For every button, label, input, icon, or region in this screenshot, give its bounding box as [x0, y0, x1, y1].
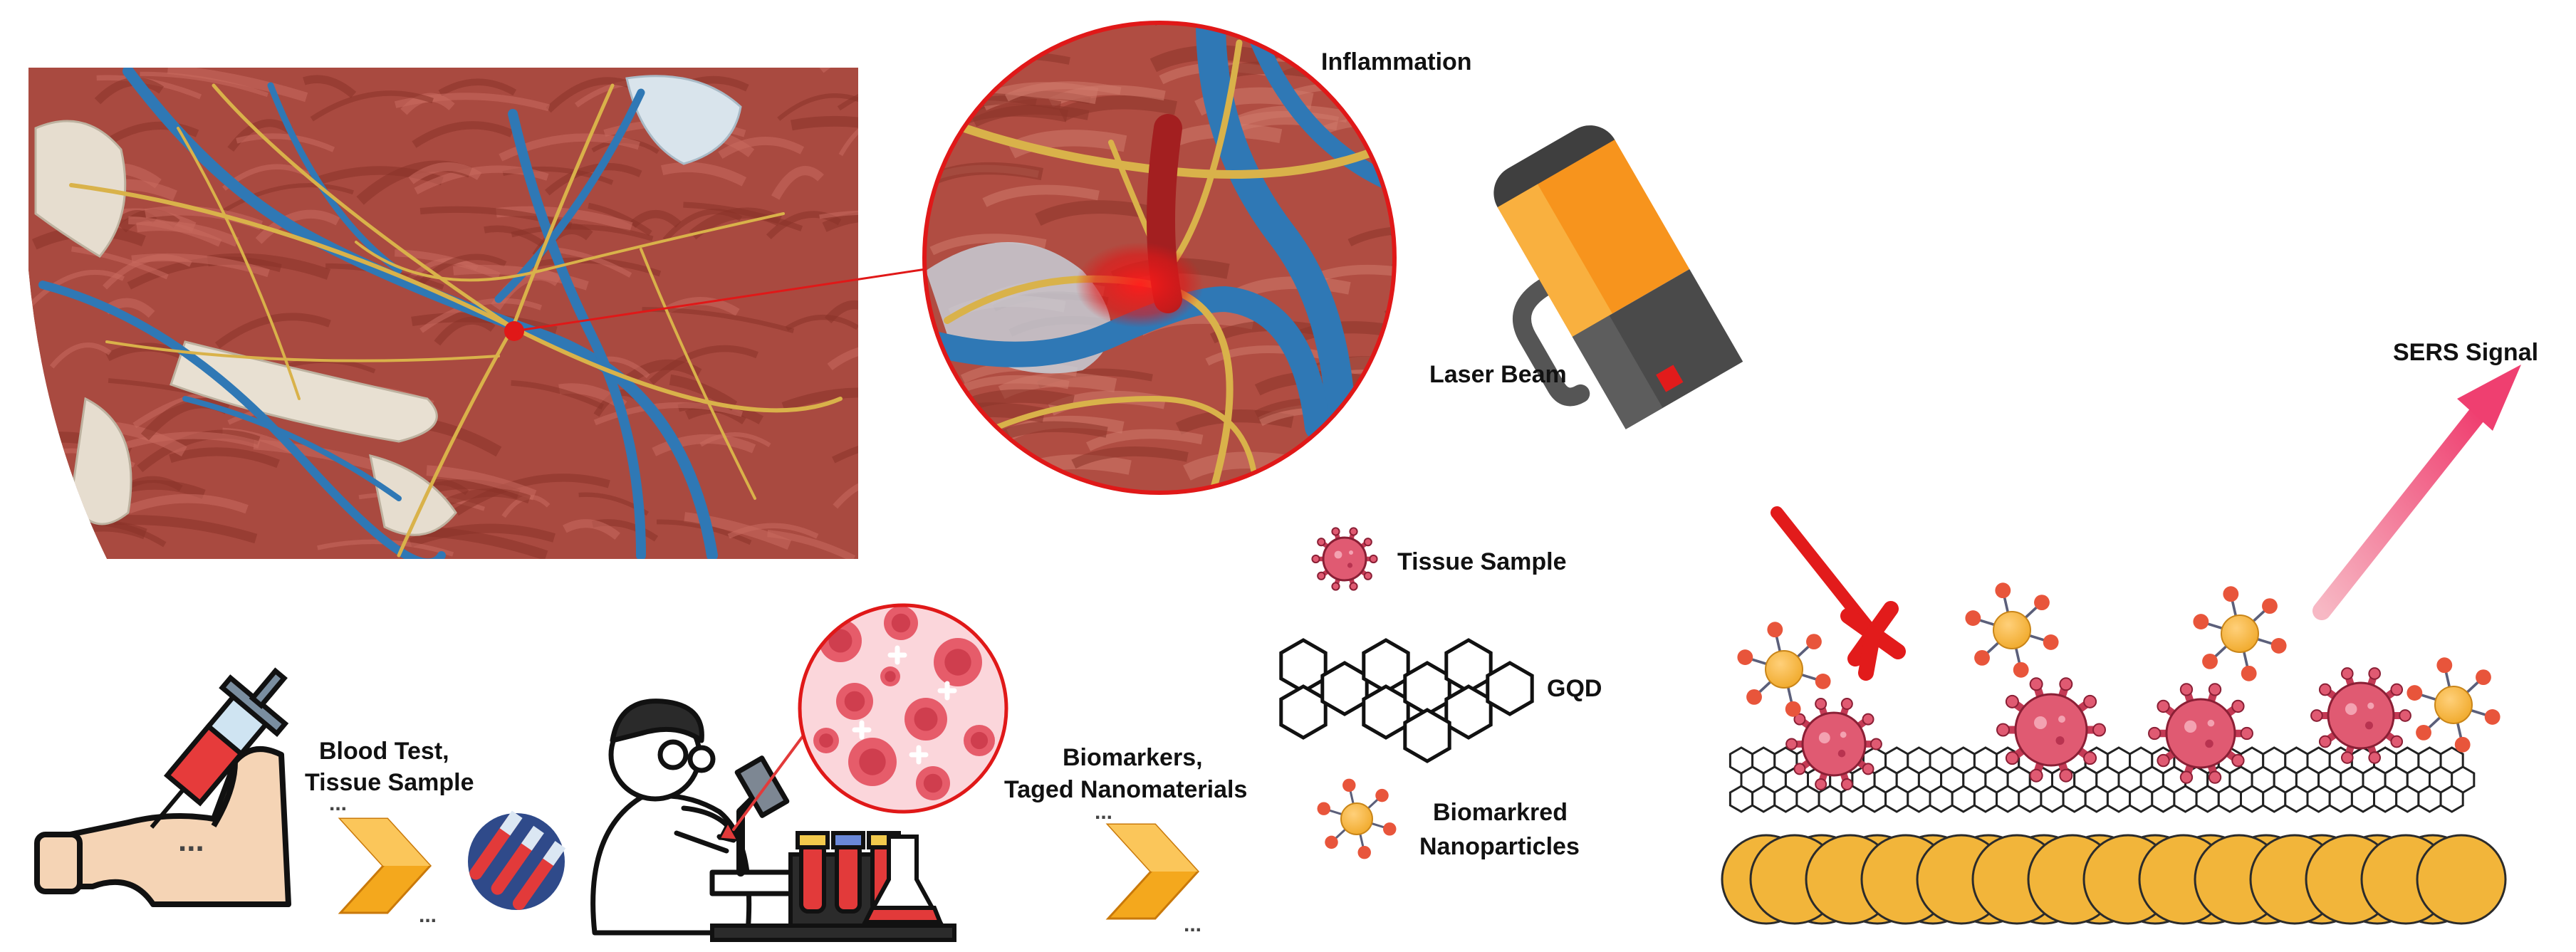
laser-device-icon — [1493, 125, 1743, 429]
magnifier-circle — [922, 21, 1397, 495]
sers-arrow-icon — [2312, 365, 2521, 620]
scientist-microscope-icon — [590, 607, 899, 936]
nanoparticle-icon — [1317, 778, 1397, 859]
tissue-sample — [2148, 683, 2253, 784]
blood-test-label-2: Tissue Sample — [305, 769, 474, 796]
test-tube-rack-icon — [710, 831, 956, 942]
chevron-icon — [338, 817, 432, 914]
ellipsis-1: ... — [329, 792, 347, 815]
gqd-hexagon-icon — [1279, 638, 1534, 763]
ellipsis-3: ... — [1095, 800, 1112, 824]
legend: Tissue Sample GQD Biomarkred Nanoparticl… — [1279, 527, 1602, 860]
biomarked-nanoparticle — [2406, 657, 2501, 753]
tissue-sample — [1996, 677, 2106, 783]
zoom-connector-line — [513, 268, 927, 333]
legend-nano-label-1: Biomarkred — [1433, 799, 1568, 826]
biomarkers-label-1: Biomarkers, — [1063, 744, 1203, 771]
ellipsis-4: ... — [1184, 913, 1201, 936]
blood-cells-circle-icon — [798, 603, 1008, 814]
veins — [38, 68, 718, 559]
svg-text:...: ... — [178, 823, 204, 858]
sers-signal-label: SERS Signal — [2393, 339, 2538, 366]
gold-nanoparticle — [2416, 834, 2507, 925]
biomarked-nanoparticle — [2193, 586, 2287, 681]
legend-tissue-icon — [1311, 527, 1378, 591]
arm-syringe-icon: ... — [34, 667, 291, 907]
legend-nano-icon — [1317, 778, 1397, 859]
biomarked-nanoparticle — [1965, 582, 2059, 678]
chevron-icon — [1105, 823, 1200, 920]
inflammation-label: Inflammation — [1321, 48, 1472, 75]
tissue-samples-on-surface — [1785, 667, 2411, 790]
nerves — [69, 83, 843, 558]
biomarked-nanoparticle — [1737, 622, 1831, 717]
blood-tubes-icon — [468, 810, 566, 910]
laser-impact-x — [1840, 601, 1906, 681]
ellipsis-2: ... — [419, 904, 437, 927]
tissue-virus-icon — [1311, 527, 1378, 591]
legend-tissue-label: Tissue Sample — [1397, 548, 1567, 575]
tissue-sample — [1785, 698, 1882, 790]
laser-beam-label: Laser Beam — [1429, 361, 1567, 388]
legend-nano-label-2: Nanoparticles — [1419, 833, 1580, 860]
anatomy-illustration — [28, 68, 858, 559]
inflammation-blob — [1075, 242, 1204, 328]
tissue-sample — [2310, 667, 2411, 764]
nanoparticles-on-surface — [1737, 582, 2501, 753]
blood-test-label-1: Blood Test, — [319, 738, 449, 765]
biomarkers-label-2: Taged Nanomaterials — [1004, 776, 1247, 803]
legend-gqd-label: GQD — [1547, 675, 1602, 702]
gold-substrate — [1721, 834, 2507, 925]
